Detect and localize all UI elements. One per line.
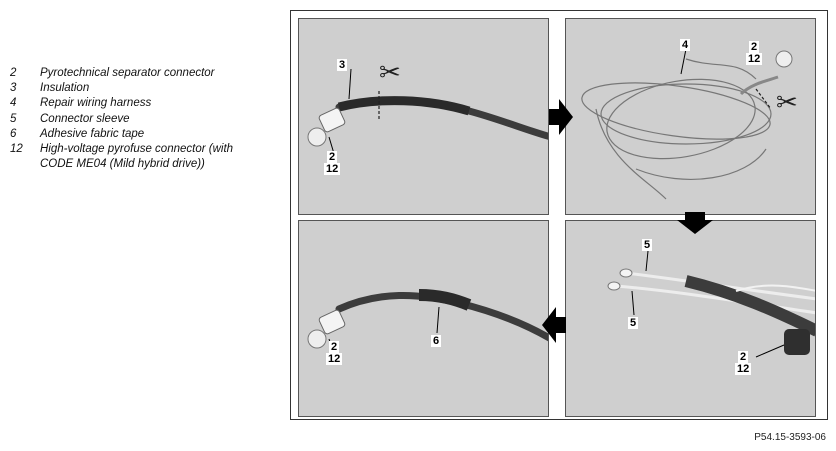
legend-text: Pyrotechnical separator connector [40,67,215,79]
arrow-left-icon [542,307,566,343]
panel-connector-sleeves: 5 5 2 12 [565,220,816,417]
panel-1-illustration [307,68,548,158]
legend-text: Insulation [40,82,90,95]
legend-text: Connector sleeve [40,112,130,125]
panel-fabric-tape: 6 2 12 [298,220,549,417]
callout-label: 5 [628,317,639,329]
callout-label: 12 [324,163,341,175]
legend-number: 4 [10,97,17,110]
panel-repair-harness: ✂ 4 2 12 [565,18,816,215]
legend-item: 6 Adhesive fabric tape [10,127,255,142]
legend-number: 5 [10,112,17,125]
callout-label: 5 [642,239,653,251]
legend-number: 6 [10,127,17,140]
legend-number: 3 [10,82,17,95]
legend-number: 12 [10,143,23,156]
callout-label: 2 [738,351,749,363]
panel-2-illustration [581,48,793,200]
callout-label: 6 [431,335,442,347]
legend-item: 4 Repair wiring harness [10,96,255,111]
callout-label: 4 [680,39,691,51]
figure-reference: P54.15-3593-06 [754,432,826,443]
callout-label: 12 [735,363,752,375]
scissors-icon: ✂ [379,57,401,87]
panel-3-illustration [307,289,548,358]
legend: 2 Pyrotechnical separator connector 3 Insu… [10,66,255,172]
arrow-down-icon [677,212,713,234]
arrow-right-icon [549,99,573,135]
legend-item: 5 Connector sleeve [10,112,255,127]
legend-item: 12 High-voltage pyrofuse connector (with … [10,142,255,172]
callout-label: 2 [329,341,340,353]
callout-label: 2 [327,151,338,163]
callout-label: 3 [337,59,348,71]
legend-item: 2 Pyrotechnical separator connector [10,66,255,81]
diagram-frame: ✂ 3 2 12 ✂ 4 2 12 [290,10,828,420]
legend-text: Adhesive fabric tape [40,127,145,140]
legend-item: 3 Insulation [10,81,255,96]
legend-text: Repair wiring harness [40,97,152,110]
callout-label: 12 [326,353,343,365]
callout-label: 12 [746,53,763,65]
callout-label: 2 [749,41,760,53]
legend-number: 2 [10,67,17,79]
scissors-icon: ✂ [776,87,798,117]
panel-4-illustration [607,250,815,358]
legend-text: High-voltage pyrofuse connector (with CO… [40,143,234,171]
panel-cut-insulation: ✂ 3 2 12 [298,18,549,215]
